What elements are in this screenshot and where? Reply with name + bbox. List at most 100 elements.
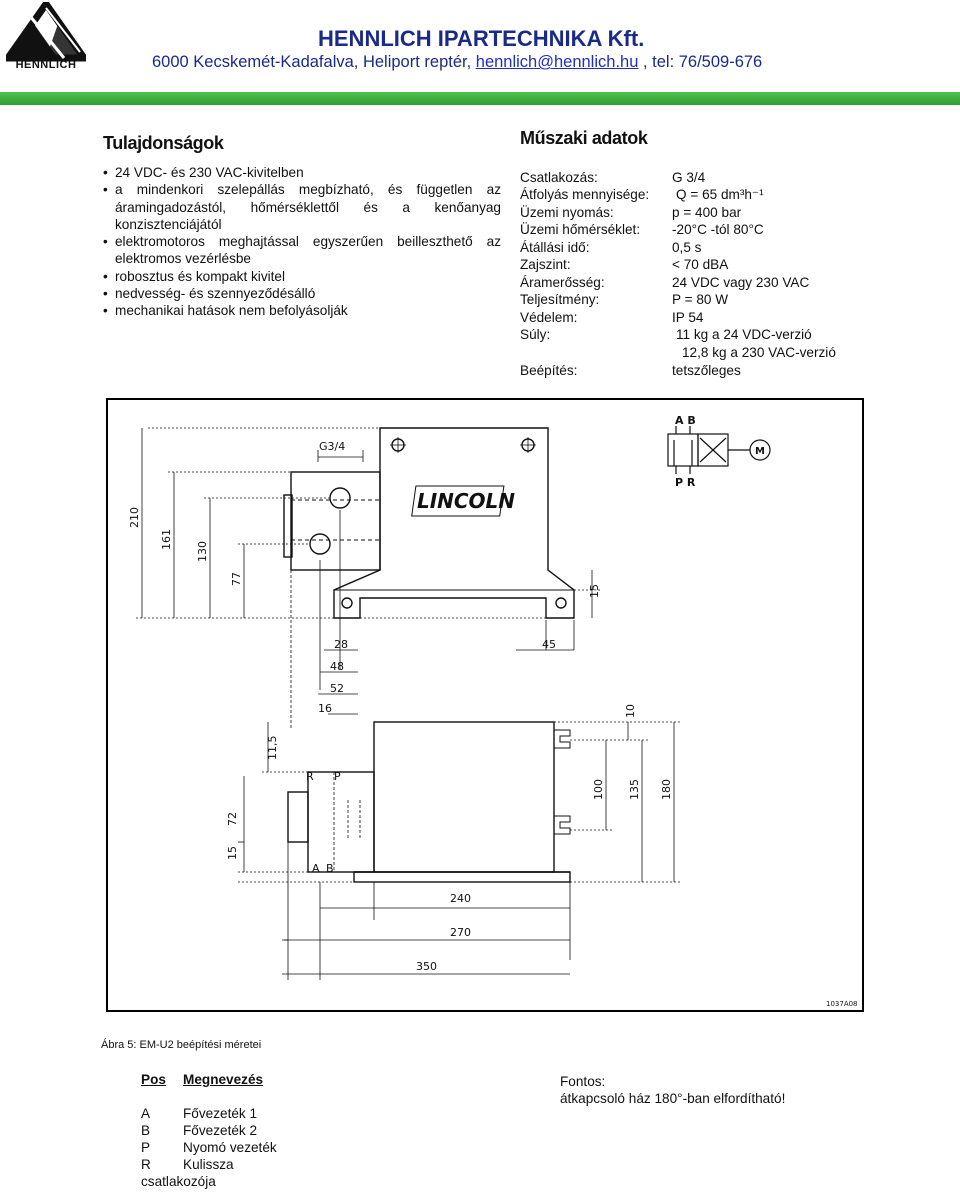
dim-label: 180 xyxy=(660,779,673,800)
legend-row: R Kulissza xyxy=(141,1156,277,1173)
port-letter: R xyxy=(306,770,314,783)
logo-text: HENNLICH xyxy=(15,59,77,71)
legend-pos: B xyxy=(141,1123,151,1138)
tech-value: G 3/4 xyxy=(672,170,706,185)
list-item: nedvesség- és szennyeződésálló xyxy=(103,285,501,303)
brand-label: LINCOLN xyxy=(417,489,515,513)
address-suffix: , tel: 76/509-676 xyxy=(638,53,763,71)
port-letter: A xyxy=(312,862,320,875)
tech-value: -20°C -tól 80°C xyxy=(672,222,764,237)
legend-tail: csatlakozója xyxy=(141,1174,216,1189)
dim-label: 270 xyxy=(450,926,471,939)
legend-pos: P xyxy=(141,1140,151,1155)
tech-value: < 70 dBA xyxy=(672,257,729,272)
tech-label: Üzemi nyomás: xyxy=(520,205,614,220)
tech-label: Súly: xyxy=(520,327,551,342)
legend-row: B Fővezeték 2 xyxy=(141,1122,277,1139)
tech-label: Védelem: xyxy=(520,310,578,325)
base-plate-front xyxy=(353,871,571,883)
legend-name: Fővezeték 2 xyxy=(183,1123,258,1138)
list-item: robosztus és kompakt kivitel xyxy=(103,268,501,286)
dim-label: 77 xyxy=(230,572,243,586)
legend-name: Fővezeték 1 xyxy=(183,1106,258,1121)
legend-row: A Fővezeték 1 xyxy=(141,1105,277,1122)
dim-label: 52 xyxy=(330,682,344,695)
legend-header: Pos Megnevezés xyxy=(141,1071,277,1088)
tech-value: Q = 65 dm³h⁻¹ xyxy=(676,187,764,202)
legend-header-name: Megnevezés xyxy=(183,1072,264,1087)
tech-value: tetszőleges xyxy=(672,363,741,378)
legend-name: Nyomó vezeték xyxy=(183,1140,277,1155)
header-divider xyxy=(0,92,960,105)
mount-hole xyxy=(341,597,353,609)
valve-block-top xyxy=(290,471,381,571)
tech-title: Műszaki adatok xyxy=(520,128,648,148)
port-b-circle xyxy=(309,533,331,555)
installation-drawing: LINCOLN G3/4 210 161 130 77 15 28 45 48 … xyxy=(106,398,864,1012)
list-item: a mindenkori szelepállás megbízható, és … xyxy=(103,181,501,233)
tech-label: Üzemi hőmérséklet: xyxy=(520,222,641,237)
hennlich-logo xyxy=(6,2,86,62)
port-a-circle xyxy=(329,487,351,509)
dim-label: 72 xyxy=(226,812,239,826)
legend-row: P Nyomó vezeték xyxy=(141,1139,277,1156)
tech-value: 0,5 s xyxy=(672,240,702,255)
dim-label: 15 xyxy=(226,846,239,860)
dim-label: 210 xyxy=(128,507,141,528)
port-letter: B xyxy=(326,862,334,875)
dim-label: G3/4 xyxy=(319,440,345,453)
email-link[interactable]: hennlich@hennlich.hu xyxy=(475,53,639,71)
tech-label: Áramerősség: xyxy=(520,275,605,290)
tech-label: Átállási idő: xyxy=(520,240,590,255)
figure-caption: Ábra 5: EM-U2 beépítési méretei xyxy=(101,1039,262,1051)
valve-block-front xyxy=(307,771,375,873)
mount-hole xyxy=(555,597,567,609)
dim-label: 45 xyxy=(542,638,556,651)
dim-label: 135 xyxy=(628,779,641,800)
legend-pos: A xyxy=(141,1106,151,1121)
dim-label: 240 xyxy=(450,892,471,905)
note: Fontos: átkapcsoló ház 180°-ban elfordít… xyxy=(560,1073,785,1107)
list-item: 24 VDC- és 230 VAC-kivitelben xyxy=(103,164,501,182)
company-name: HENNLICH IPARTECHNIKA Kft. xyxy=(318,26,645,51)
address-prefix: 6000 Kecskemét-Kadafalva, Heliport repté… xyxy=(152,53,476,71)
legend-pos: R xyxy=(141,1157,151,1172)
tech-label: Csatlakozás: xyxy=(520,170,598,185)
dim-label: 350 xyxy=(416,960,437,973)
dim-label: 100 xyxy=(592,779,605,800)
tech-value: 11 kg a 24 VDC-verzió xyxy=(676,327,812,342)
valve-symbol xyxy=(667,426,771,474)
dim-label: 28 xyxy=(334,638,348,651)
tech-value: IP 54 xyxy=(672,310,704,325)
list-item: mechanikai hatások nem befolyásolják xyxy=(103,302,501,320)
legend-name: Kulissza xyxy=(183,1157,234,1172)
tech-label: Beépítés: xyxy=(520,363,578,378)
properties-title: Tulajdonságok xyxy=(103,133,224,153)
dim-label: 48 xyxy=(330,660,344,673)
properties-list: 24 VDC- és 230 VAC-kivitelben a mindenko… xyxy=(103,164,501,320)
drawing-ref: 1037A08 xyxy=(826,1000,858,1008)
legend-header-pos: Pos xyxy=(141,1072,166,1087)
dim-label: 10 xyxy=(624,704,637,718)
note-title: Fontos: xyxy=(560,1074,606,1089)
symbol-ports-top: A B xyxy=(675,414,696,427)
tech-value: P = 80 W xyxy=(672,292,729,307)
company-address: 6000 Kecskemét-Kadafalva, Heliport repté… xyxy=(152,53,762,72)
dim-label: 161 xyxy=(160,529,173,550)
dim-label: 130 xyxy=(196,541,209,562)
tech-value: p = 400 bar xyxy=(672,205,742,220)
note-text: átkapcsoló ház 180°-ban elfordítható! xyxy=(560,1091,786,1106)
list-item: elektromotoros meghajtással egyszerűen b… xyxy=(103,233,501,268)
dim-label: 15 xyxy=(588,584,601,598)
motor-label: M xyxy=(755,446,765,457)
dim-label: 11,5 xyxy=(266,736,279,761)
port-letter: P xyxy=(334,770,341,783)
housing-front xyxy=(373,721,555,873)
symbol-ports-bottom: P R xyxy=(675,476,696,489)
tech-label: Átfolyás mennyisége: xyxy=(520,187,650,202)
tech-value: 24 VDC vagy 230 VAC xyxy=(672,275,810,290)
tech-label: Teljesítmény: xyxy=(520,292,600,307)
tech-value: 12,8 kg a 230 VAC-verzió xyxy=(682,345,836,360)
dim-label: 16 xyxy=(318,702,332,715)
